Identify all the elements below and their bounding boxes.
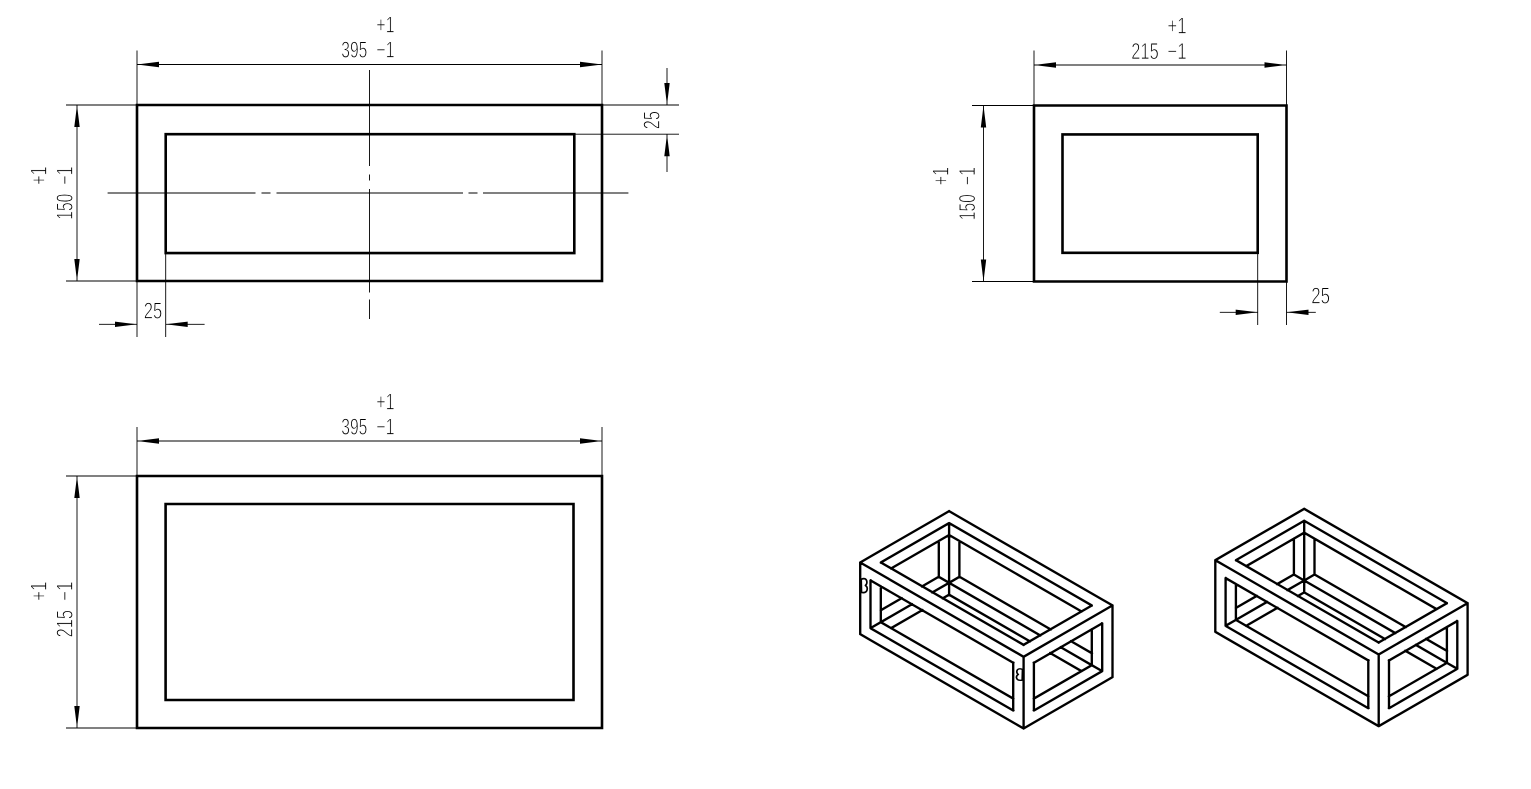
svg-text:150: 150 [52, 194, 78, 220]
svg-text:−1: −1 [52, 166, 78, 184]
svg-text:215: 215 [52, 610, 78, 637]
svg-text:+1: +1 [376, 11, 394, 37]
svg-text:215: 215 [1131, 38, 1158, 64]
svg-text:+1: +1 [376, 388, 394, 414]
svg-text:+1: +1 [25, 582, 51, 601]
svg-text:−1: −1 [1167, 38, 1186, 64]
svg-text:+1: +1 [1167, 13, 1186, 39]
svg-text:−1: −1 [954, 167, 980, 185]
svg-text:+1: +1 [928, 167, 954, 185]
svg-text:25: 25 [639, 111, 665, 129]
svg-text:−1: −1 [52, 582, 78, 601]
svg-text:25: 25 [1311, 283, 1330, 309]
svg-text:395: 395 [341, 414, 367, 440]
svg-text:25: 25 [144, 297, 163, 323]
svg-text:−1: −1 [376, 414, 394, 440]
svg-text:395: 395 [341, 37, 367, 63]
svg-text:+1: +1 [25, 166, 51, 184]
svg-text:150: 150 [954, 194, 980, 220]
svg-text:−1: −1 [376, 37, 394, 63]
